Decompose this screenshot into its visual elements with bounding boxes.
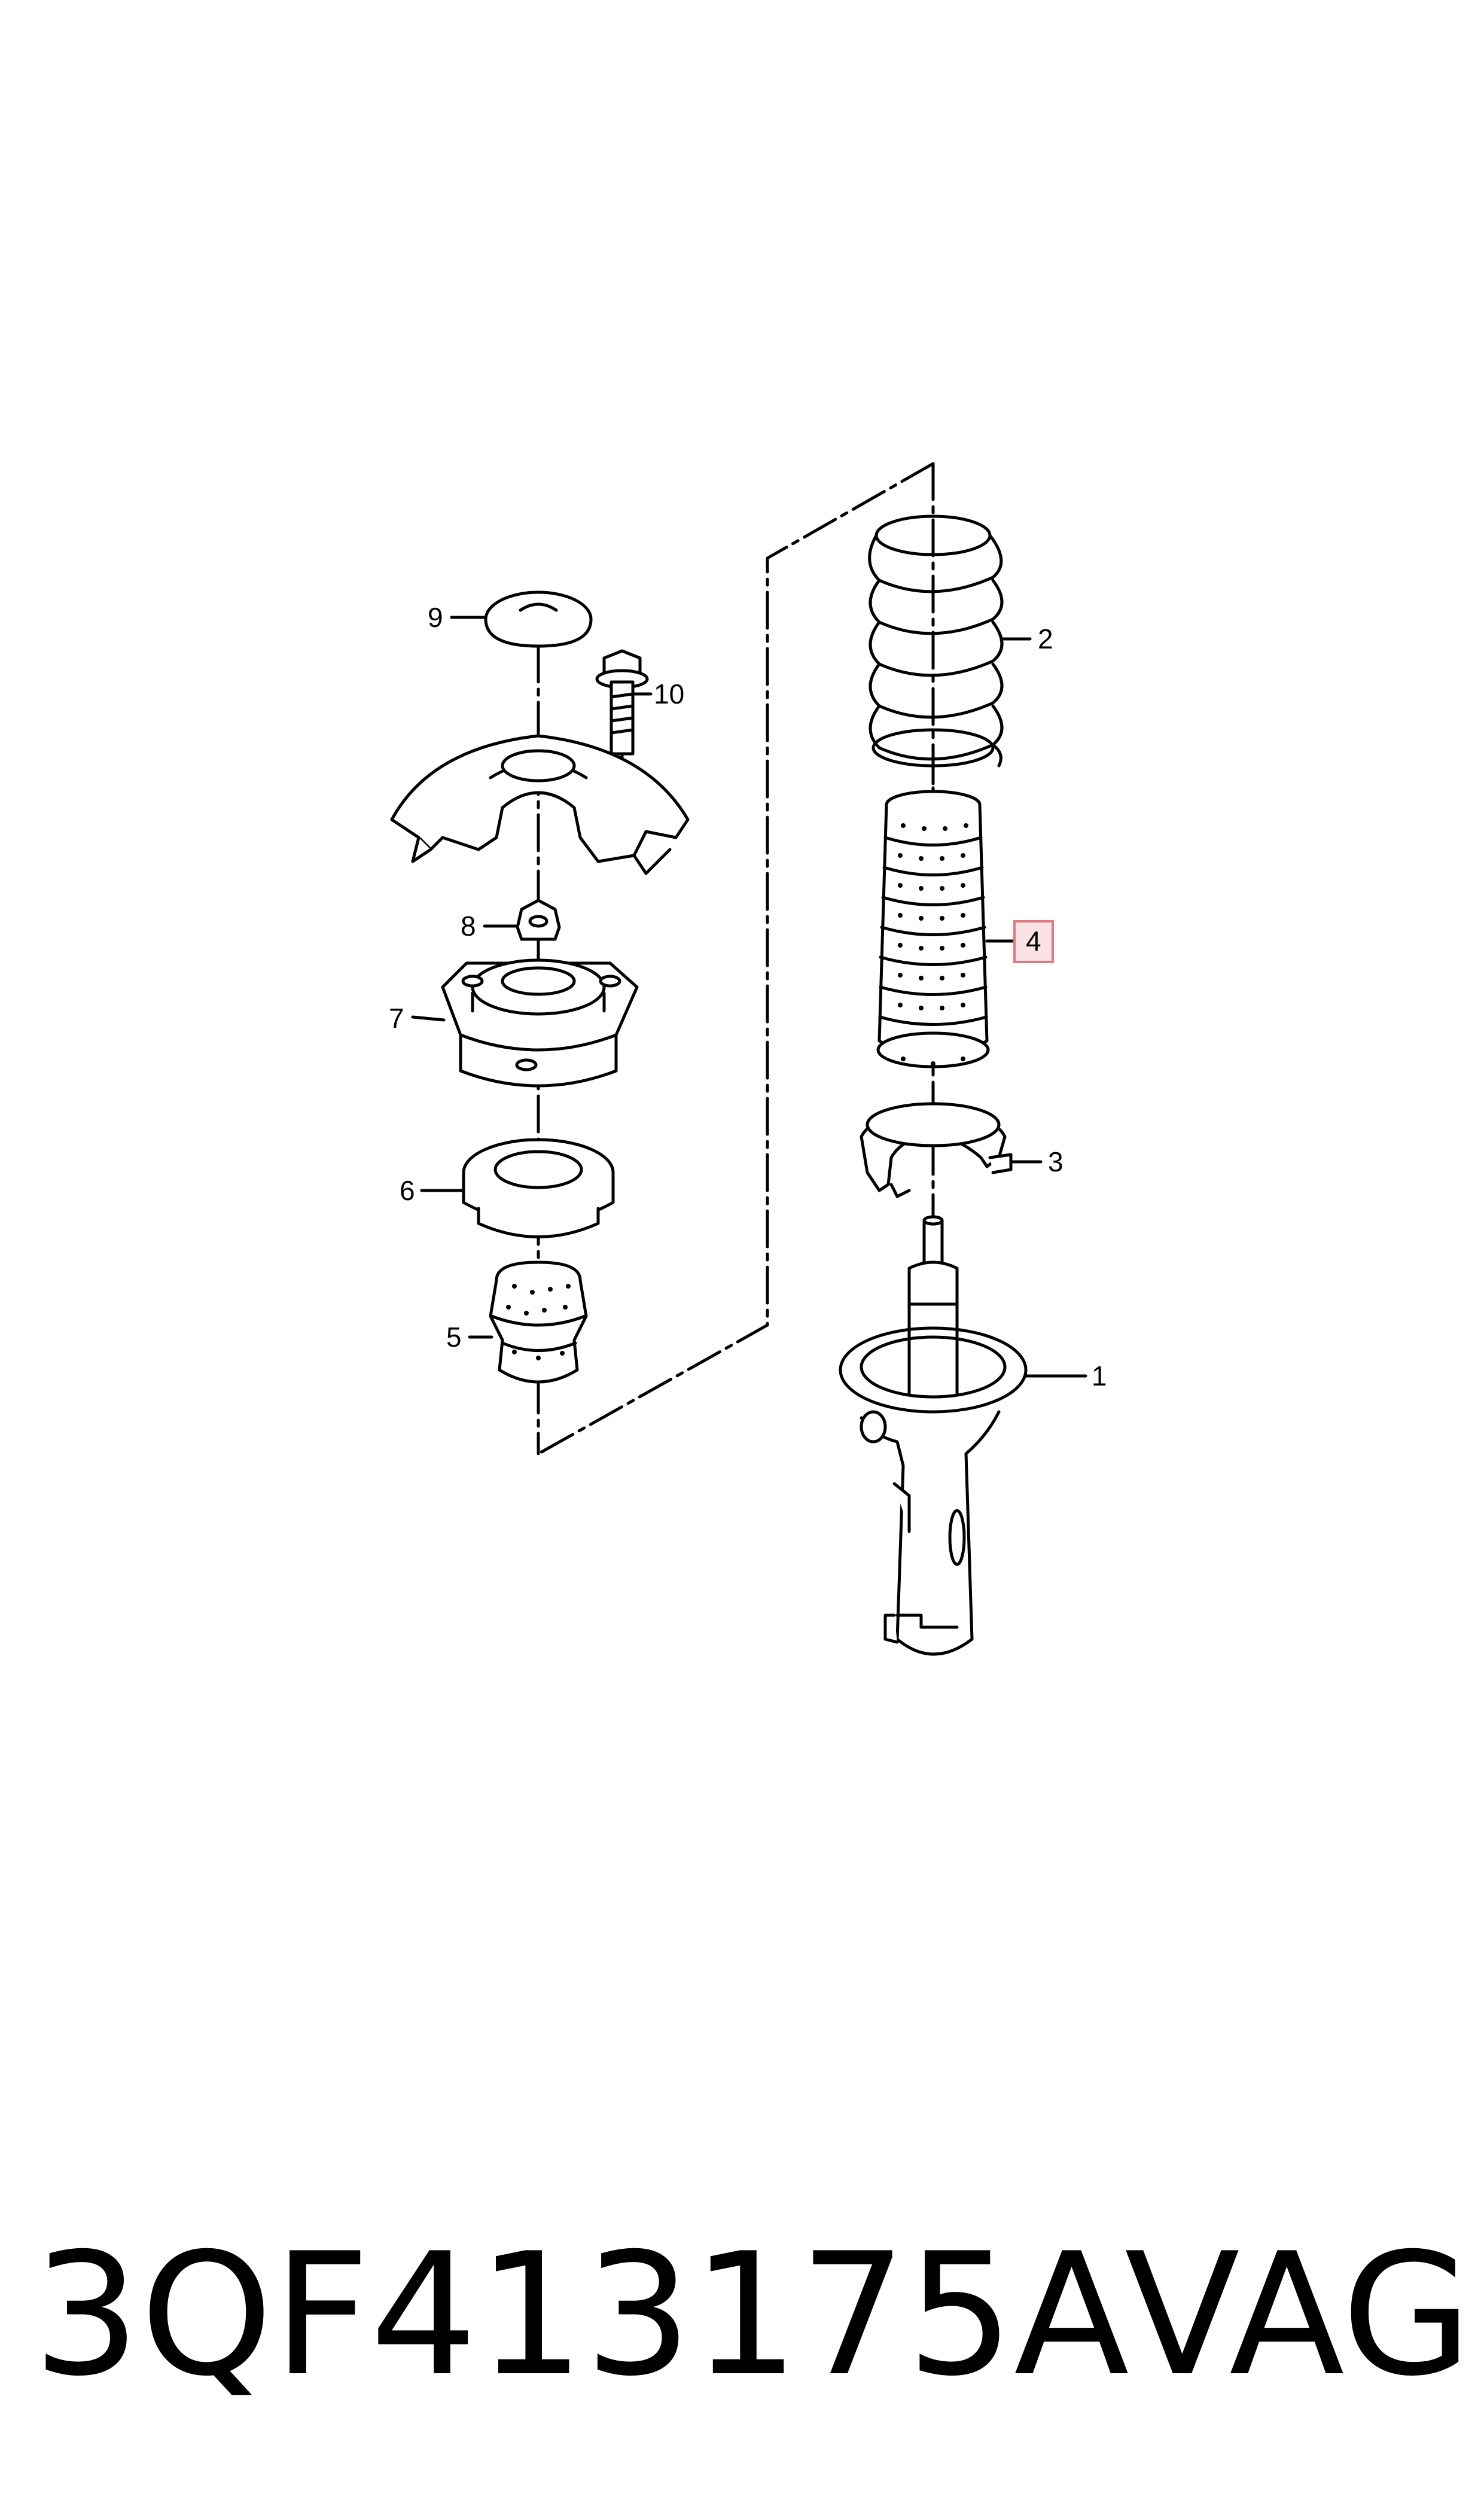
part-1-strut bbox=[839, 1215, 1028, 1656]
callout-5: 5 bbox=[446, 1322, 462, 1353]
leader-7 bbox=[411, 1015, 446, 1022]
callout-10: 10 bbox=[654, 678, 684, 710]
part-7-top-mount bbox=[441, 958, 639, 1088]
callout-4: 4 bbox=[1026, 925, 1041, 957]
part-number: 3QF413175A bbox=[33, 2216, 1129, 2413]
callout-6: 6 bbox=[400, 1175, 415, 1206]
part-10-bolt bbox=[595, 649, 649, 797]
callout-8: 8 bbox=[461, 911, 476, 942]
callout-3: 3 bbox=[1048, 1146, 1064, 1177]
callout-9: 9 bbox=[428, 602, 443, 633]
part-4-protective-boot bbox=[876, 790, 990, 1068]
callout-4-highlight-box bbox=[1013, 920, 1054, 963]
upper-shield bbox=[390, 734, 690, 875]
callout-2: 2 bbox=[1038, 623, 1053, 654]
callout-7: 7 bbox=[389, 1003, 404, 1034]
part-8-nut bbox=[516, 899, 561, 941]
callout-1: 1 bbox=[1092, 1360, 1107, 1392]
brand-name: VAG bbox=[1125, 2216, 1473, 2413]
part-2-coil-spring bbox=[868, 514, 1004, 791]
part-6-bearing bbox=[462, 1138, 615, 1238]
part-4-boot-dots bbox=[898, 823, 968, 1066]
part-3-spring-seat bbox=[860, 1102, 1013, 1198]
assembly-outline bbox=[537, 462, 935, 1456]
part-5-bump-stop bbox=[489, 1260, 588, 1384]
part-5-dots bbox=[506, 1284, 571, 1360]
part-9-cap bbox=[484, 590, 593, 648]
